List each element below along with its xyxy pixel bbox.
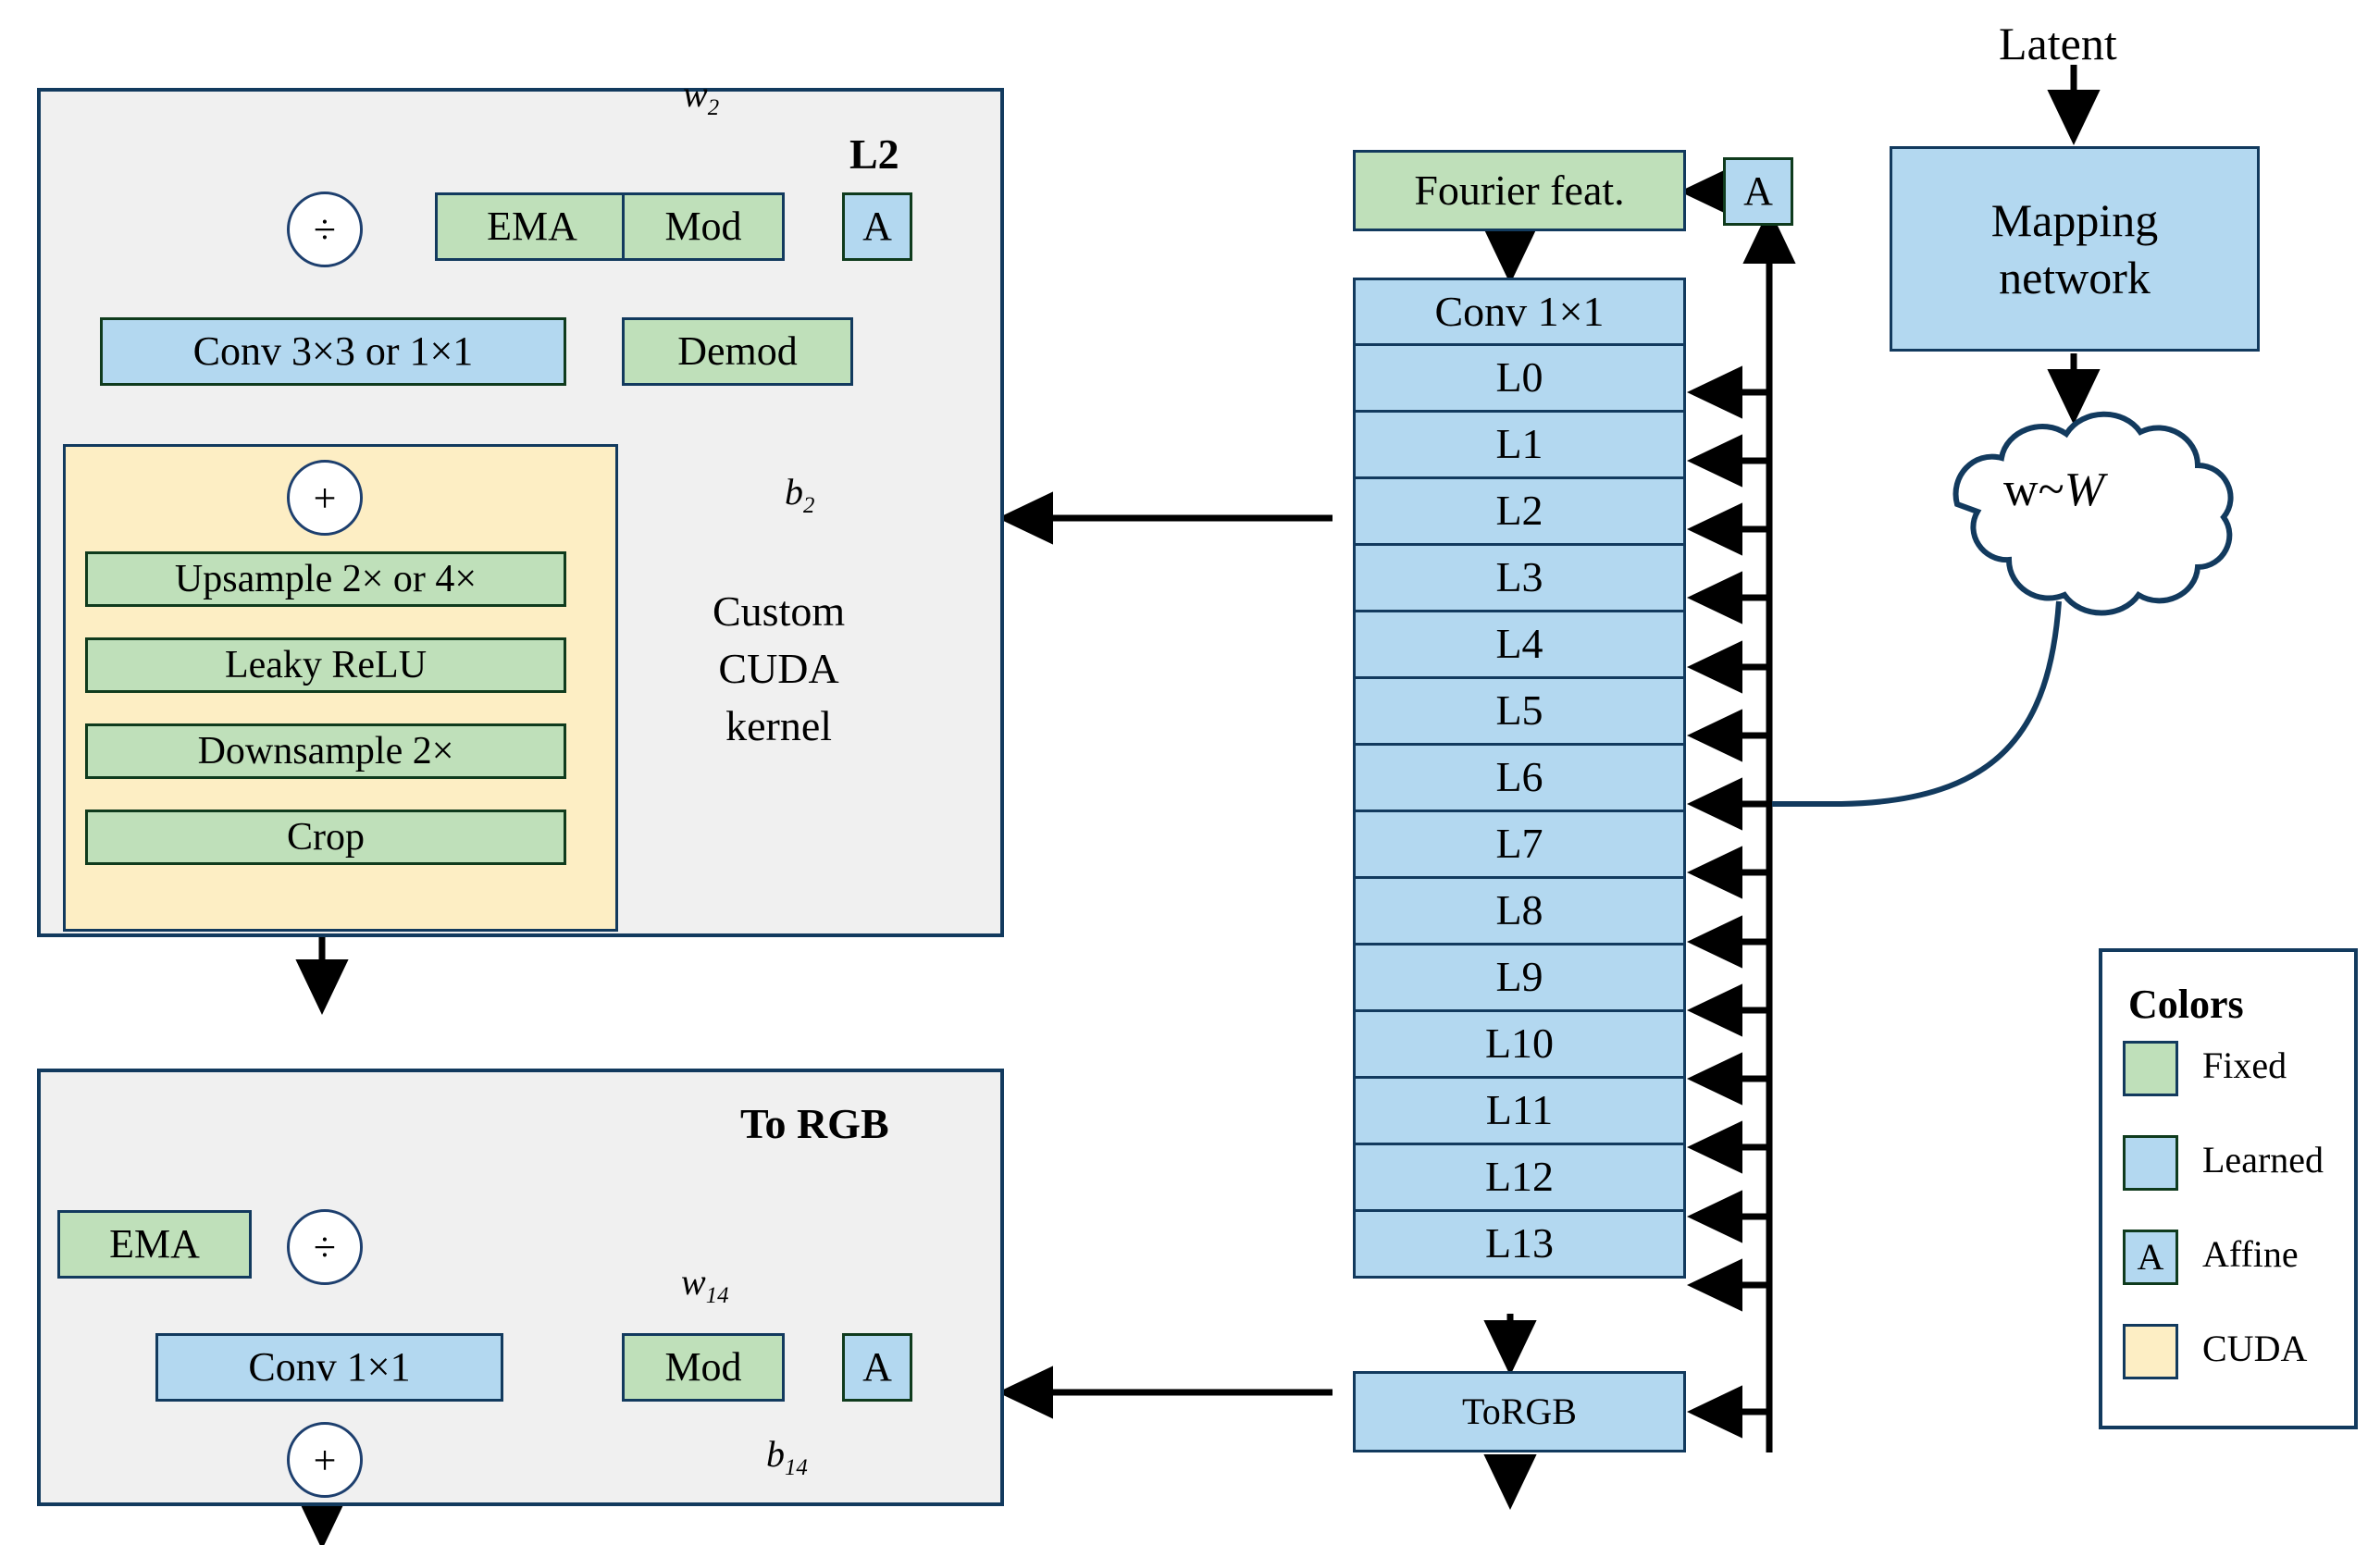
layer-row[interactable]: L6 <box>1353 743 1686 812</box>
generator-layer-stack: L0 L1 L2 L3 L4 L5 L6 L7 L8 L9 L10 L11 L1… <box>1353 343 1686 1279</box>
cuda-kernel-caption: Custom CUDA kernel <box>713 587 846 750</box>
torgb-panel-title: To RGB <box>740 1100 889 1147</box>
affine-box-torgb[interactable]: A <box>842 1333 912 1402</box>
bias-label-b2: b2 <box>785 471 815 518</box>
cuda-op-leaky-relu[interactable]: Leaky ReLU <box>85 637 566 693</box>
generator-torgb-box[interactable]: ToRGB <box>1353 1371 1686 1452</box>
plus-node-layer: + <box>287 460 363 536</box>
mod-box-torgb[interactable]: Mod <box>622 1333 785 1402</box>
layer-row[interactable]: L0 <box>1353 343 1686 413</box>
torgb-detail-panel <box>37 1069 1004 1506</box>
ema-box-layer[interactable]: EMA <box>435 192 629 261</box>
divide-node-torgb: ÷ <box>287 1209 363 1285</box>
layer-row[interactable]: L2 <box>1353 476 1686 546</box>
mod-box-layer[interactable]: Mod <box>622 192 785 261</box>
ema-box-torgb[interactable]: EMA <box>57 1210 252 1279</box>
conv-box-torgb[interactable]: Conv 1×1 <box>155 1333 503 1402</box>
w-space-cloud-label: w~W <box>2003 464 2105 516</box>
legend-swatch-learned <box>2123 1135 2178 1191</box>
affine-feed-arrows <box>1686 365 1769 1439</box>
latent-label: Latent <box>1999 18 2117 69</box>
layer-row[interactable]: L4 <box>1353 610 1686 679</box>
affine-box-fourier[interactable]: A <box>1723 157 1793 226</box>
divide-node-layer: ÷ <box>287 192 363 267</box>
plus-node-torgb: + <box>287 1422 363 1498</box>
fourier-features-box[interactable]: Fourier feat. <box>1353 150 1686 231</box>
demod-box[interactable]: Demod <box>622 317 853 386</box>
layer-row[interactable]: L1 <box>1353 410 1686 479</box>
layer-row[interactable]: L9 <box>1353 943 1686 1012</box>
cuda-op-crop[interactable]: Crop <box>85 810 566 865</box>
layer-row[interactable]: L8 <box>1353 876 1686 946</box>
layer-row[interactable]: L5 <box>1353 676 1686 746</box>
generator-head-conv[interactable]: Conv 1×1 <box>1353 278 1686 346</box>
conv-box-layer[interactable]: Conv 3×3 or 1×1 <box>100 317 566 386</box>
cloud-to-bus-curve <box>1772 600 2062 807</box>
legend-swatch-cuda <box>2123 1324 2178 1379</box>
cuda-op-downsample[interactable]: Downsample 2× <box>85 723 566 779</box>
layer-row[interactable]: L13 <box>1353 1209 1686 1279</box>
legend-label-fixed: Fixed <box>2202 1044 2287 1086</box>
layer-row[interactable]: L3 <box>1353 543 1686 612</box>
legend-swatch-affine: A <box>2123 1230 2178 1285</box>
weight-label-w14: w14 <box>681 1261 729 1308</box>
legend-label-learned: Learned <box>2202 1139 2324 1180</box>
legend-label-affine: Affine <box>2202 1233 2299 1275</box>
layer-row[interactable]: L10 <box>1353 1009 1686 1079</box>
affine-box-layer[interactable]: A <box>842 192 912 261</box>
bias-label-b14: b14 <box>766 1433 808 1480</box>
legend-label-cuda: CUDA <box>2202 1328 2308 1369</box>
layer-name-label: L2 <box>849 130 899 178</box>
legend-title: Colors <box>2128 982 2244 1027</box>
weight-label-w2: w2 <box>683 73 720 120</box>
layer-row[interactable]: L11 <box>1353 1076 1686 1145</box>
cuda-op-upsample[interactable]: Upsample 2× or 4× <box>85 551 566 607</box>
layer-row[interactable]: L7 <box>1353 810 1686 879</box>
layer-row[interactable]: L12 <box>1353 1143 1686 1212</box>
legend-swatch-fixed <box>2123 1041 2178 1096</box>
mapping-network-box[interactable]: Mapping network <box>1890 146 2260 352</box>
